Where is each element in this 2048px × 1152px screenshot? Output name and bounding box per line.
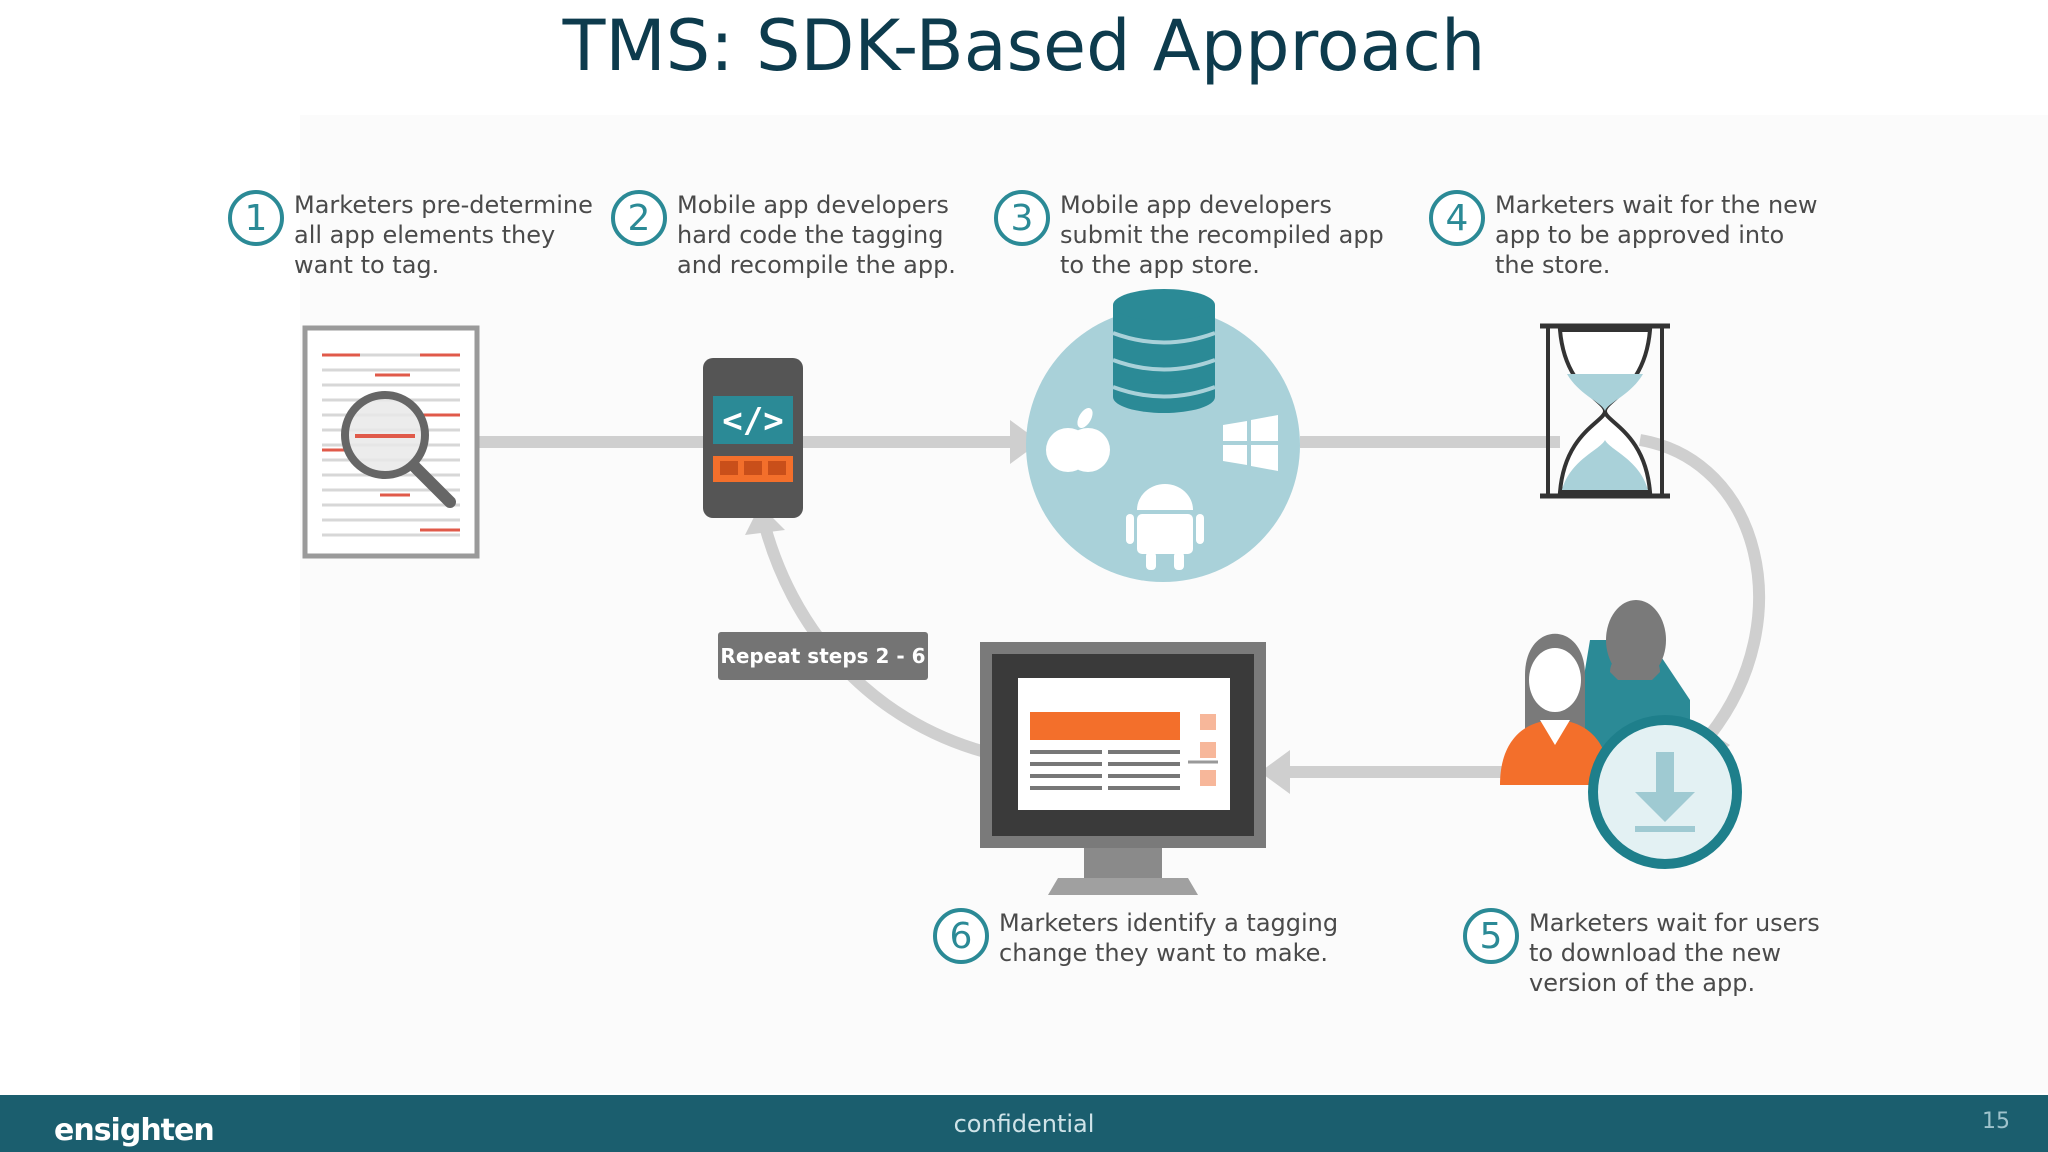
step-1: 1 Marketers pre-determine all app elemen… (228, 190, 593, 280)
step-2: 2 Mobile app developers hard code the ta… (611, 190, 956, 280)
step-5: 5 Marketers wait for users to download t… (1463, 908, 1820, 998)
footer-bar: ensighten confidential 15 (0, 1095, 2048, 1152)
ensighten-logo: ensighten (54, 1113, 215, 1148)
step-3-text: Mobile app developers submit the recompi… (1060, 191, 1384, 279)
hourglass-icon (1540, 323, 1670, 499)
monitor-icon (980, 642, 1266, 895)
repeat-steps-label: Repeat steps 2 - 6 (718, 632, 928, 680)
windows-icon (1223, 415, 1278, 471)
database-icon (1112, 289, 1216, 413)
step-4: 4 Marketers wait for the new app to be a… (1429, 190, 1818, 280)
svg-text:</>: </> (722, 401, 783, 441)
users-download-icon (1500, 600, 1742, 869)
process-diagram: </> (302, 289, 1766, 895)
step-3-number: 3 (994, 190, 1050, 246)
step-1-number: 1 (228, 190, 284, 246)
step-4-text: Marketers wait for the new app to be app… (1495, 191, 1818, 279)
step-6-text: Marketers identify a tagging change they… (999, 909, 1339, 967)
page-number: 15 (1982, 1109, 2010, 1134)
android-icon (1126, 484, 1204, 570)
step-6-number: 6 (933, 908, 989, 964)
app-store-icon (1026, 289, 1300, 582)
page-title: TMS: SDK-Based Approach (562, 5, 1486, 87)
step-1-text: Marketers pre-determine all app elements… (294, 191, 593, 279)
step-6: 6 Marketers identify a tagging change th… (933, 908, 1338, 968)
apple-icon (1046, 408, 1110, 472)
step-2-text: Mobile app developers hard code the tagg… (677, 191, 956, 279)
phone-code-icon: </> (703, 358, 803, 518)
step-5-text: Marketers wait for users to download the… (1529, 909, 1820, 997)
confidential-label: confidential (953, 1110, 1095, 1138)
step-4-number: 4 (1429, 190, 1485, 246)
step-3: 3 Mobile app developers submit the recom… (994, 190, 1384, 280)
document-magnifier-icon (302, 325, 480, 559)
step-2-number: 2 (611, 190, 667, 246)
step-5-number: 5 (1463, 908, 1519, 964)
